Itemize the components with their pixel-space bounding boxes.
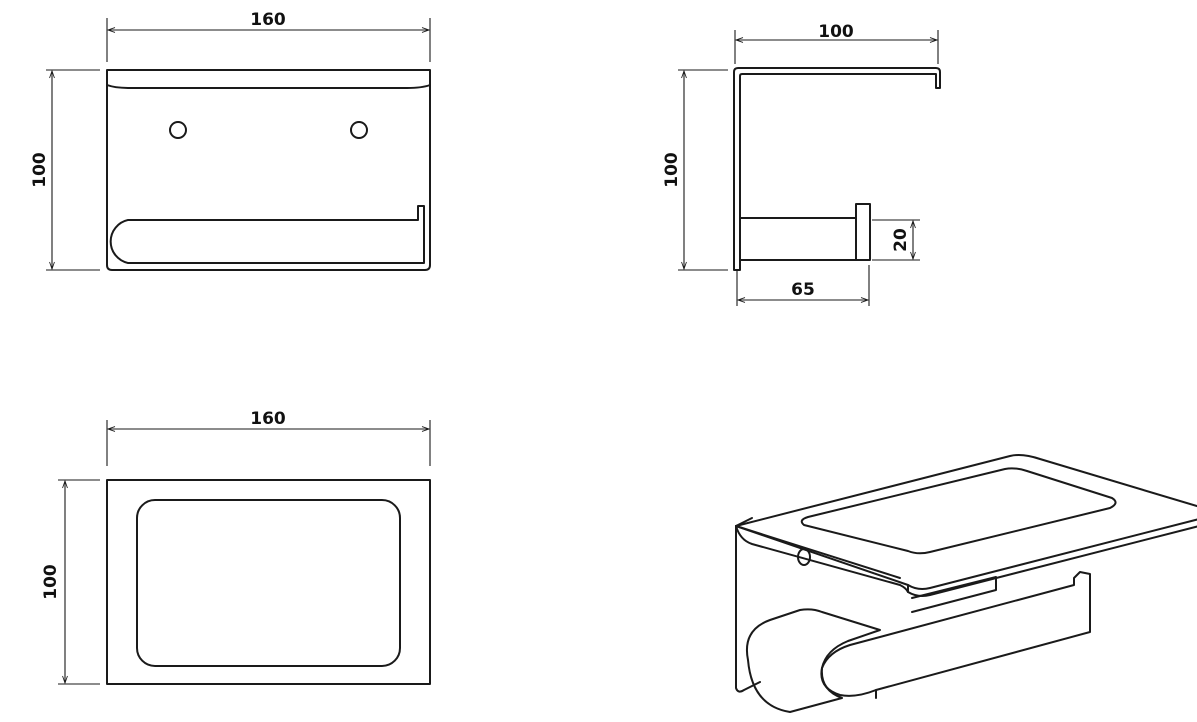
front-plate-outline xyxy=(106,69,431,271)
iso-roll-arm xyxy=(820,571,1091,697)
side-depth-label: 100 xyxy=(818,22,854,42)
front-height-dimension: 100 xyxy=(30,69,100,271)
side-height-label: 100 xyxy=(662,152,682,188)
side-arm-depth-label: 65 xyxy=(791,280,815,300)
top-width-label: 160 xyxy=(250,409,286,429)
iso-roll-cylinder xyxy=(746,608,881,713)
front-height-label: 100 xyxy=(30,152,50,188)
front-width-dimension: 160 xyxy=(106,10,431,62)
side-arm-height-dimension: 20 xyxy=(872,219,920,261)
iso-shelf-recess xyxy=(800,467,1117,555)
front-view: 160 100 xyxy=(30,10,431,271)
top-width-dimension: 160 xyxy=(106,409,431,466)
side-height-dimension: 100 xyxy=(662,69,728,271)
top-height-dimension: 100 xyxy=(41,479,100,685)
front-width-label: 160 xyxy=(250,10,286,30)
side-arm-depth-dimension: 65 xyxy=(736,265,870,306)
top-view: 160 100 xyxy=(41,409,431,685)
iso-shelf-top xyxy=(735,454,1197,590)
isometric-view xyxy=(735,454,1197,713)
top-height-label: 100 xyxy=(41,564,61,600)
side-arm-height-label: 20 xyxy=(891,228,911,252)
front-shelf-lip xyxy=(106,84,431,89)
side-profile-outline xyxy=(733,67,941,271)
front-roll-arm xyxy=(109,205,425,264)
mounting-hole-left xyxy=(169,121,187,139)
top-shelf-recess xyxy=(136,499,401,667)
side-view: 100 100 20 65 xyxy=(662,22,941,306)
mounting-hole-right xyxy=(350,121,368,139)
iso-back-plate xyxy=(735,525,761,693)
iso-mounting-hole xyxy=(797,548,811,566)
top-outline xyxy=(106,479,431,685)
side-depth-dimension: 100 xyxy=(734,22,939,64)
side-roll-arm xyxy=(739,203,871,261)
